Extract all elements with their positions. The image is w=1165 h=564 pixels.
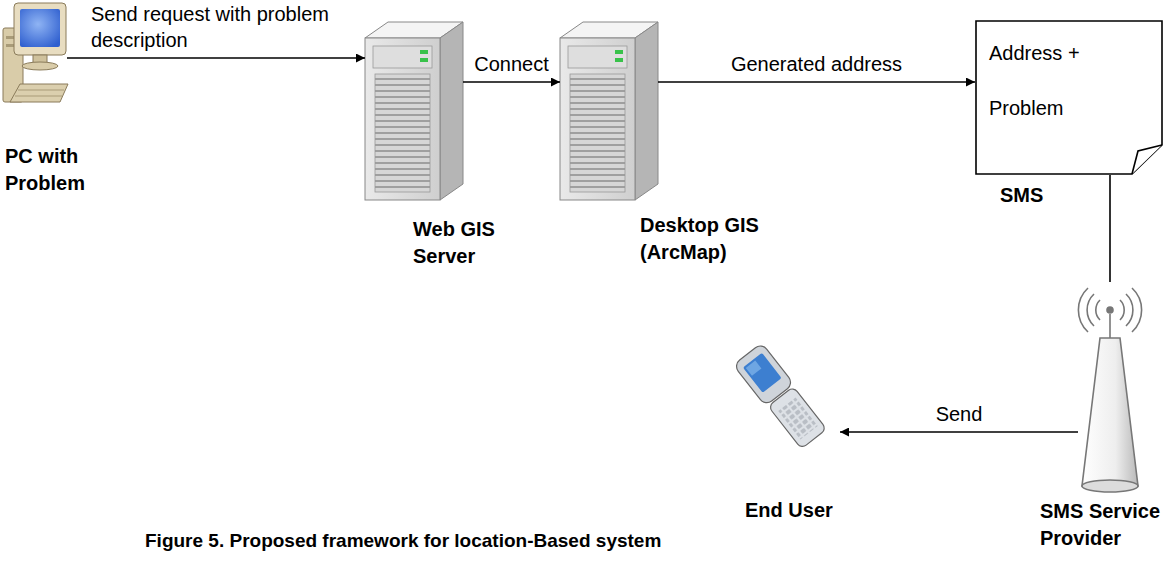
- node-label: SMS Service Provider: [1040, 498, 1162, 552]
- connector-arrow: [463, 81, 560, 83]
- edge-label: Send request with problem description: [91, 1, 341, 53]
- antenna-icon: [1078, 288, 1141, 492]
- connector-arrow: [840, 431, 1078, 433]
- server-icon: [365, 22, 463, 200]
- pc-icon: [3, 3, 68, 102]
- icon-node: Desktop GIS (ArcMap): [560, 22, 658, 200]
- figure-caption: Figure 5. Proposed framework for locatio…: [145, 530, 661, 552]
- edge-label: Send: [936, 401, 983, 427]
- node-label: SMS: [1000, 182, 1080, 209]
- icon-node: PC with Problem: [3, 0, 67, 110]
- connector-arrow: [1109, 175, 1111, 282]
- phone-icon: [733, 343, 828, 450]
- document-shape: Address + ProblemSMS: [975, 20, 1163, 175]
- node-label: PC with Problem: [5, 143, 115, 197]
- node-label: Desktop GIS (ArcMap): [640, 212, 775, 266]
- node-label: Web GIS Server: [413, 216, 518, 270]
- server-icon: [560, 22, 658, 200]
- icon-node: Web GIS Server: [365, 22, 463, 200]
- node-text: Address + Problem: [975, 20, 1129, 136]
- document-border: [976, 21, 1162, 174]
- icon-node: End User: [728, 340, 840, 455]
- icon-node: SMS Service Provider: [1078, 282, 1142, 490]
- node-label: End User: [745, 497, 855, 524]
- edge-label: Connect: [474, 51, 549, 77]
- edge-label: Generated address: [731, 51, 902, 77]
- document-fold: [1132, 145, 1162, 174]
- connector-arrow: [658, 81, 975, 83]
- connector-arrow: [67, 57, 365, 59]
